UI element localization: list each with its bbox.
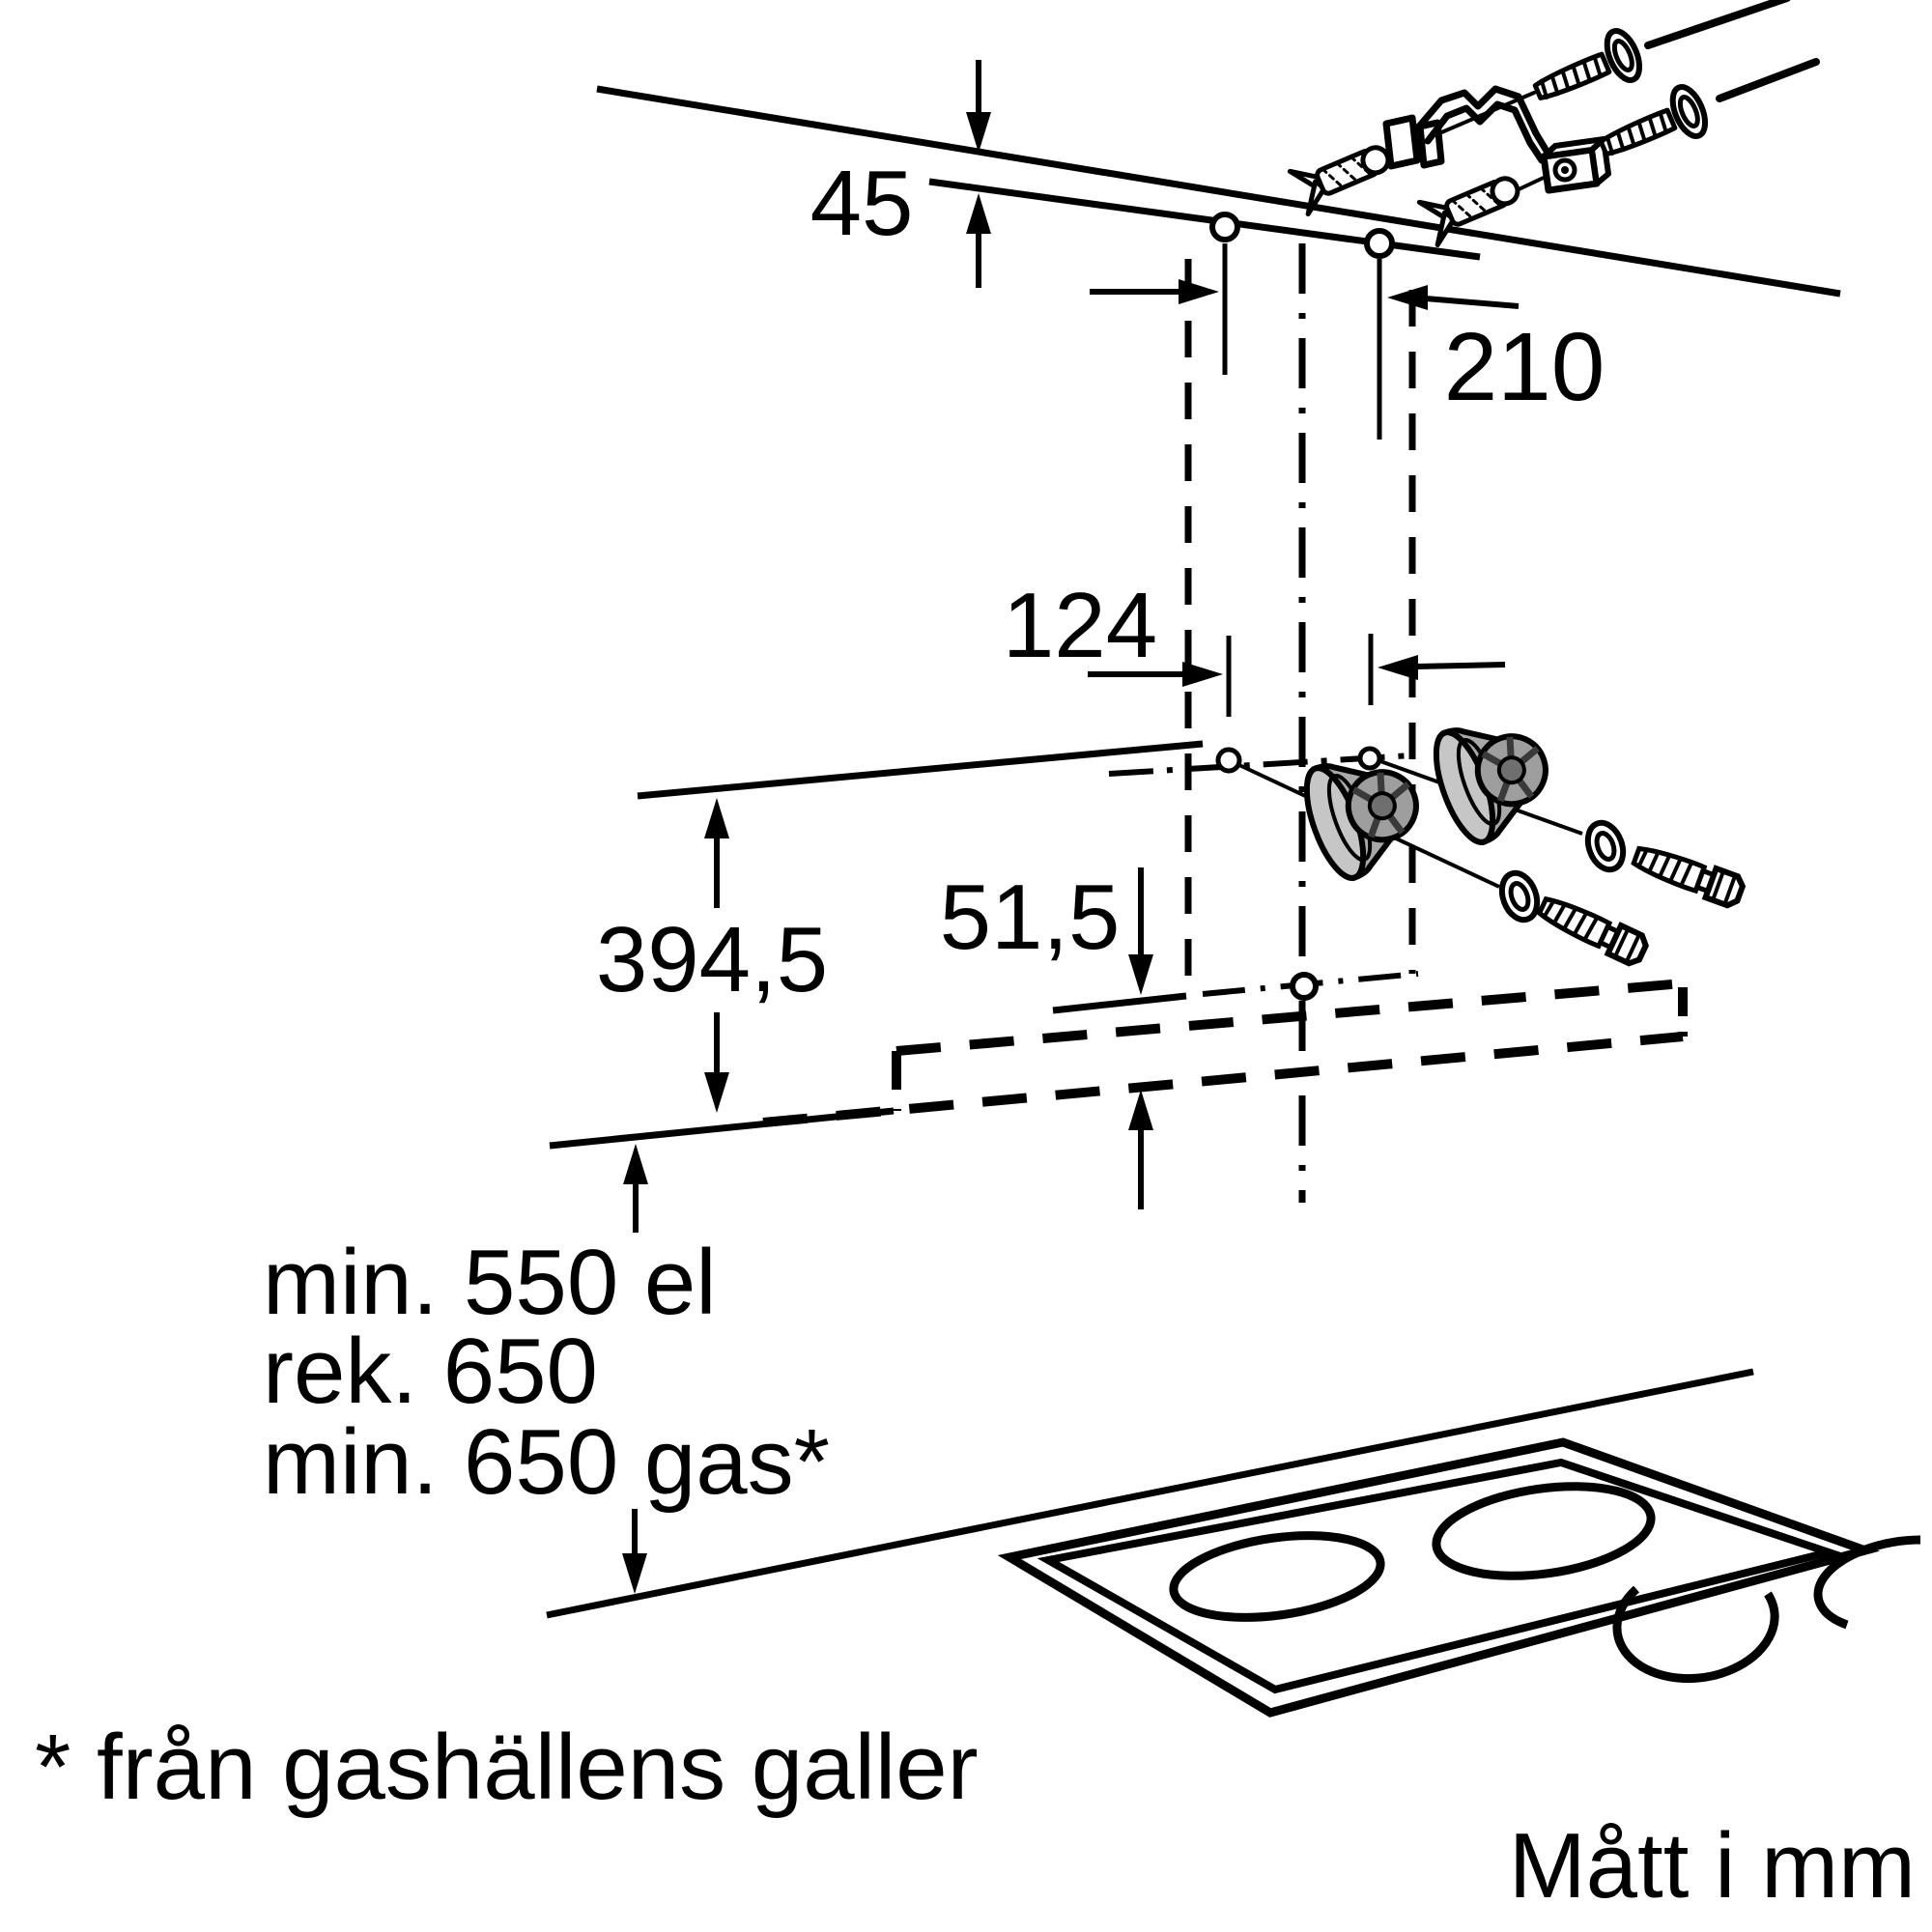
dim-394-5-label: 394,5 bbox=[596, 908, 828, 1011]
hex-screw-icon bbox=[1631, 845, 1747, 909]
cone-spacer-icon bbox=[1303, 763, 1419, 882]
bracket-holes bbox=[1209, 212, 1395, 440]
mounting-screw-icon bbox=[1598, 84, 1709, 156]
arrow-down-icon bbox=[1128, 954, 1153, 995]
arrow-up-icon bbox=[704, 798, 729, 838]
hob-burner-right-arc bbox=[1813, 1535, 1921, 1630]
arrow-left-icon bbox=[1387, 285, 1428, 310]
hood-hole-right bbox=[1357, 746, 1382, 771]
hood-body-outline bbox=[762, 979, 1688, 1127]
hood-top-edge bbox=[895, 979, 1684, 1056]
arrow-right-icon bbox=[1179, 279, 1219, 304]
dim-210-label: 210 bbox=[1444, 313, 1605, 421]
center-hole bbox=[1290, 972, 1319, 1001]
hob-burner-back-right bbox=[1432, 1482, 1656, 1580]
dimension-394-5: 394,5 bbox=[549, 740, 1204, 1150]
clearance-dimension: min. 550 el rek. 650 min. 650 gas* bbox=[263, 1144, 1754, 1619]
bracket-strip bbox=[1424, 100, 1546, 164]
hob-drawing bbox=[997, 1437, 1921, 1718]
bracket-strip bbox=[1414, 85, 1551, 156]
worktop-reference-line bbox=[546, 1368, 1754, 1619]
cone-spacer-icon bbox=[1433, 727, 1548, 846]
units-label: Mått i mm bbox=[1509, 1814, 1916, 1918]
screw-axis-line bbox=[1644, 0, 1791, 49]
dim-124-label: 124 bbox=[1003, 574, 1157, 677]
wall-plug-icon bbox=[1287, 145, 1391, 217]
footnote-label: * från gashällens galler bbox=[35, 1716, 979, 1819]
wall-plug-icon bbox=[1416, 176, 1520, 248]
hood-front-edge bbox=[762, 1032, 1684, 1127]
clearance-line1: min. 550 el bbox=[263, 1231, 717, 1334]
bracket-hole-right bbox=[1364, 228, 1395, 259]
wall-bracket-assembly bbox=[1287, 0, 1820, 248]
hob-burner-front-right-arc bbox=[1612, 1585, 1779, 1684]
dim-45-label: 45 bbox=[810, 152, 914, 255]
clearance-line3: min. 650 gas* bbox=[263, 1410, 830, 1514]
arrow-up-icon bbox=[966, 193, 991, 234]
arrow-down-icon bbox=[704, 1072, 729, 1113]
hood-bottom-reference-line bbox=[549, 1107, 895, 1150]
arrow-down-icon bbox=[622, 1553, 647, 1594]
spacer-block-icon bbox=[1382, 114, 1421, 170]
dim-51-5-label: 51,5 bbox=[940, 866, 1121, 969]
clearance-line2: rek. 650 bbox=[263, 1320, 598, 1423]
dimension-124: 124 bbox=[1003, 574, 1506, 717]
dimension-45: 45 bbox=[810, 60, 991, 288]
washer-icon bbox=[1584, 819, 1627, 873]
hood-hole-left bbox=[1215, 747, 1242, 774]
arrow-left-icon bbox=[1378, 655, 1418, 680]
chimney-guide-lines bbox=[1184, 243, 1416, 1203]
hood-mounting-holes bbox=[1108, 746, 1413, 777]
mounting-screw-icon bbox=[1532, 28, 1643, 100]
chimney-top-reference-line bbox=[637, 740, 1204, 800]
ceiling-line bbox=[596, 85, 1841, 298]
arrow-down-icon bbox=[966, 112, 991, 153]
arrow-right-icon bbox=[1182, 662, 1223, 687]
hood-center-hole bbox=[1052, 971, 1419, 1014]
screw-axis-line bbox=[1716, 58, 1820, 102]
hob-inner-rim bbox=[1037, 1458, 1843, 1694]
dimension-210: 210 bbox=[1090, 279, 1605, 421]
bracket-hole-left bbox=[1209, 212, 1240, 242]
hob-burner-front-left bbox=[1169, 1531, 1385, 1622]
hex-screw-icon bbox=[1536, 895, 1649, 967]
fastener-exploded-view bbox=[1238, 727, 1747, 967]
arrow-up-icon bbox=[1128, 1090, 1153, 1130]
dimension-51-5: 51,5 bbox=[940, 866, 1153, 1209]
arrow-up-icon bbox=[623, 1144, 648, 1184]
washer-icon bbox=[1498, 869, 1541, 923]
